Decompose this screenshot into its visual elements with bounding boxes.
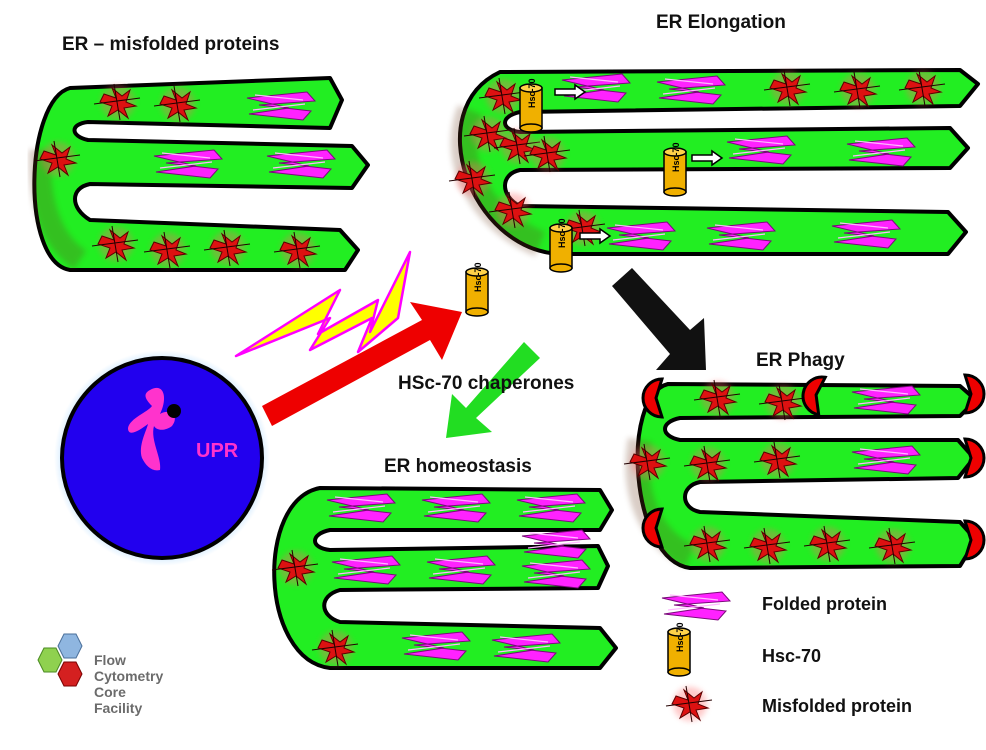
logo-hexagons [37,633,83,687]
red-arrow [262,302,462,426]
black-arrow [612,268,706,370]
logo-line-3: Core [94,684,126,700]
legend [661,591,731,722]
free-hsc70-icon [465,261,489,317]
er-phagy-title: ER Phagy [756,350,845,371]
er-homeostasis-title: ER homeostasis [384,456,532,477]
chaperones-label: HSc-70 chaperones [398,373,575,394]
er-misfolded-organelle [28,76,370,272]
er-homeostasis-organelle [272,486,618,670]
stress-lightning [234,250,412,358]
logo-text: Flow Cytometry Core Facility [94,652,163,716]
legend-misfolded-label: Misfolded protein [762,696,912,716]
er-elongation-title: ER Elongation [656,12,786,33]
logo-line-1: Flow [94,652,126,668]
er-phagy-organelle [624,372,986,570]
legend-folded-label: Folded protein [762,594,887,614]
legend-folded-icon [661,591,731,621]
logo-line-2: Cytometry [94,668,164,684]
legend-misfolded-icon [666,686,712,722]
er-elongation-organelle [449,68,980,273]
legend-hsc-label: Hsc-70 [762,646,822,666]
er-misfolded-title: ER – misfolded proteins [62,34,280,55]
legend-hsc-icon [667,621,691,677]
logo-line-4: Facility [94,700,143,716]
nucleus [54,350,270,566]
upr-label: UPR [196,440,239,462]
green-arrow [446,342,540,438]
